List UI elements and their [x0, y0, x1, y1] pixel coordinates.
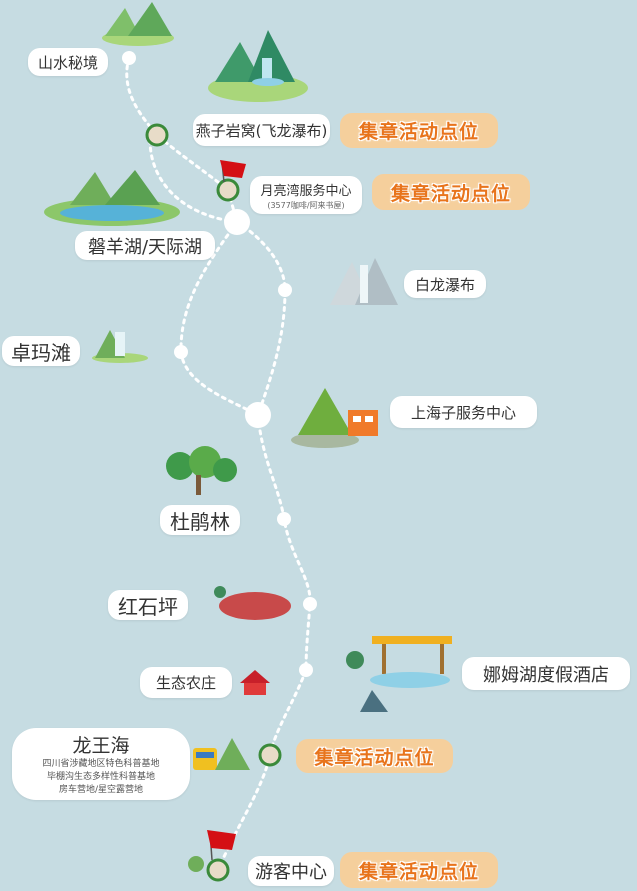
place-label-dujuan[interactable]: 杜鹃林 [160, 505, 240, 535]
place-label-longwang[interactable]: 龙王海 四川省涉藏地区特色科普基地 毕棚沟生态多样性科普基地 房车营地/星空露营… [12, 728, 190, 800]
red-flag-icon [220, 160, 246, 183]
bus-illustration-longwang [193, 738, 250, 770]
place-label-hongshi[interactable]: 红石坪 [108, 590, 188, 620]
place-label-shanshui[interactable]: 山水秘境 [28, 48, 108, 76]
stamp-point-label: 集章活动点位 [340, 852, 498, 888]
place-subtitle: (3577咖啡/阿来书屋) [267, 200, 345, 210]
stamp-badge-icon [258, 743, 282, 767]
trail-nodes [122, 51, 317, 677]
waterfall-illustration-bailong [330, 258, 398, 305]
place-subtitle: 毕棚沟生态多样性科普基地 [46, 772, 155, 782]
place-label-yanzi[interactable]: 燕子岩窝(飞龙瀑布) [193, 114, 330, 146]
tree-illustration-dujuan [166, 446, 237, 495]
place-label-zhuoma[interactable]: 卓玛滩 [2, 336, 80, 366]
place-label-shanghaizi[interactable]: 上海子服务中心 [390, 396, 537, 428]
place-label-yueliang[interactable]: 月亮湾服务中心 (3577咖啡/阿来书屋) [250, 176, 362, 214]
place-label-youke[interactable]: 游客中心 [248, 856, 334, 886]
stamp-badge-icon [145, 123, 169, 147]
tree-illustration-youke [188, 856, 204, 872]
place-label-namu[interactable]: 娜姆湖度假酒店 [462, 657, 630, 690]
lake-illustration-panyang [44, 170, 180, 226]
red-flag-icon [207, 830, 236, 861]
stamp-badge-icon [216, 178, 240, 202]
place-label-shengtai[interactable]: 生态农庄 [140, 667, 232, 698]
place-label-bailong[interactable]: 白龙瀑布 [404, 270, 486, 298]
stamp-badge-icon [206, 858, 230, 882]
waterfall-illustration-yanzi [208, 30, 308, 102]
mountain-illustration-shanshui [102, 2, 174, 46]
place-name: 月亮湾服务中心 [260, 183, 352, 199]
place-subtitle: 房车营地/星空露营地 [58, 785, 144, 795]
place-subtitle: 四川省涉藏地区特色科普基地 [42, 759, 160, 769]
stamp-point-label: 集章活动点位 [340, 113, 498, 148]
red-hill-illustration-hongshi [214, 586, 291, 620]
farm-illustration-shengtai [240, 670, 270, 695]
place-name: 龙王海 [72, 735, 130, 757]
hotel-illustration-namu [346, 636, 452, 712]
mountain-illustration-shanghaizi [291, 388, 378, 448]
stamp-point-label: 集章活动点位 [372, 174, 530, 210]
waterfall-illustration-zhuoma [92, 330, 148, 363]
stamp-point-label: 集章活动点位 [296, 739, 453, 773]
place-label-panyang[interactable]: 磐羊湖/天际湖 [75, 231, 215, 260]
